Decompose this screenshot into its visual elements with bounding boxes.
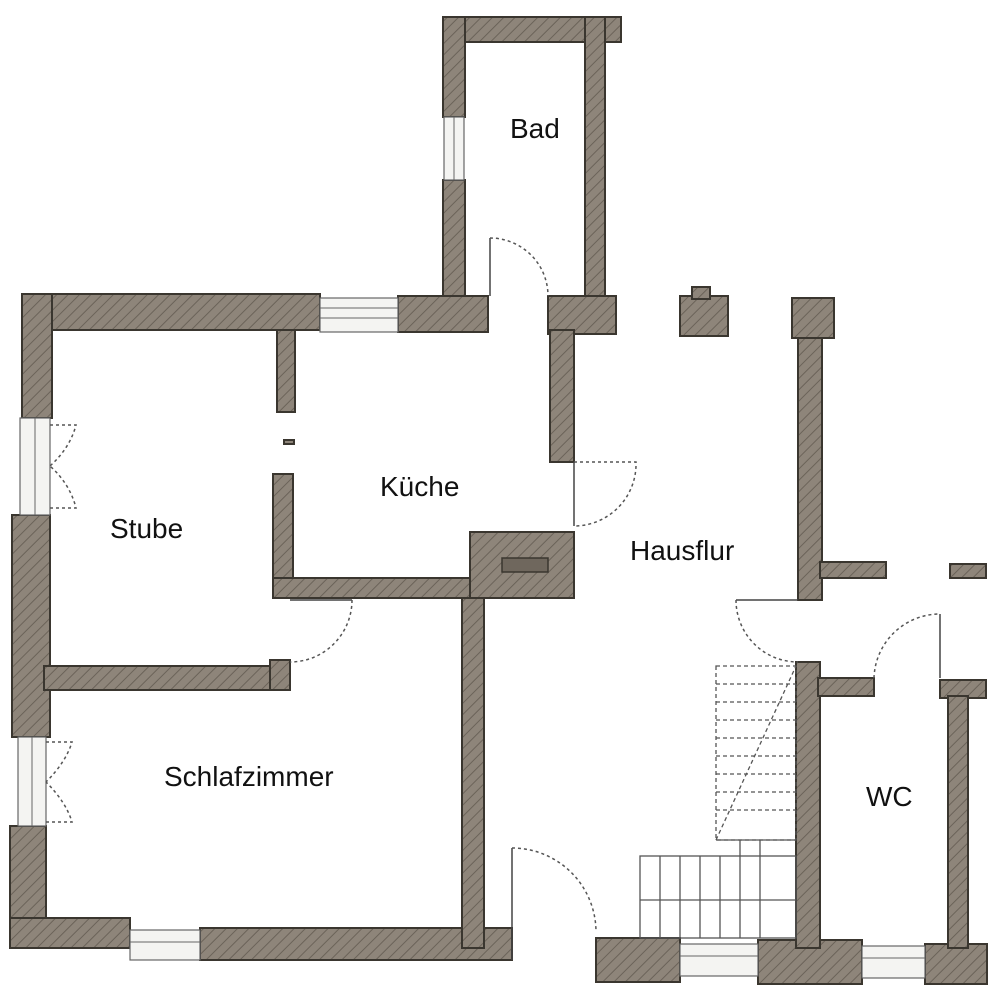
doors [289,237,941,960]
window-swings [45,424,77,823]
window-hausflur-south [679,943,759,977]
window-schlafzimmer-south [129,929,201,961]
room-labels: Bad Küche Stube Hausflur Schlafzimmer WC [110,113,913,812]
room-label-kueche: Küche [380,471,459,502]
walls [9,16,988,985]
windows [17,116,926,979]
window-wc-south [861,945,926,979]
window-kueche [319,297,399,333]
stairs [639,665,797,939]
room-label-stube: Stube [110,513,183,544]
room-label-schlafzimmer: Schlafzimmer [164,761,334,792]
room-label-bad: Bad [510,113,560,144]
room-label-hausflur: Hausflur [630,535,734,566]
room-label-wc: WC [866,781,913,812]
